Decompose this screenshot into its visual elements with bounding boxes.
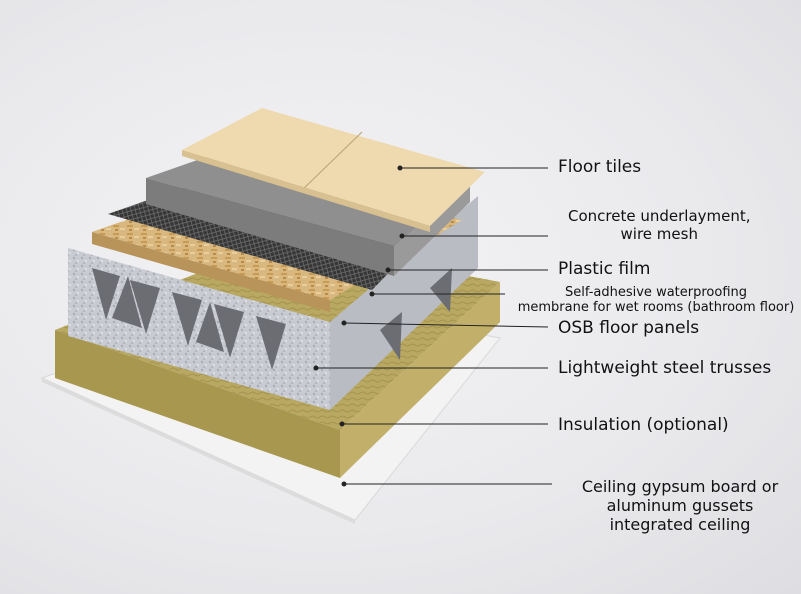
label-floor-tiles: Floor tiles: [558, 157, 642, 177]
label-concrete: Concrete underlayment, wire mesh: [568, 207, 751, 243]
steel-trusses-shape: [68, 196, 478, 410]
floor-tiles-shape: [182, 108, 485, 232]
label-ceiling: Ceiling gypsum board or aluminum gussets…: [581, 477, 779, 534]
label-plastic-film: Plastic film: [558, 259, 651, 279]
label-insulation: Insulation (optional): [558, 415, 729, 435]
label-trusses: Lightweight steel trusses: [558, 358, 772, 378]
label-osb: OSB floor panels: [558, 318, 700, 338]
leader-osb: [343, 322, 549, 328]
label-membrane: Self-adhesive waterproofing membrane for…: [517, 285, 795, 316]
